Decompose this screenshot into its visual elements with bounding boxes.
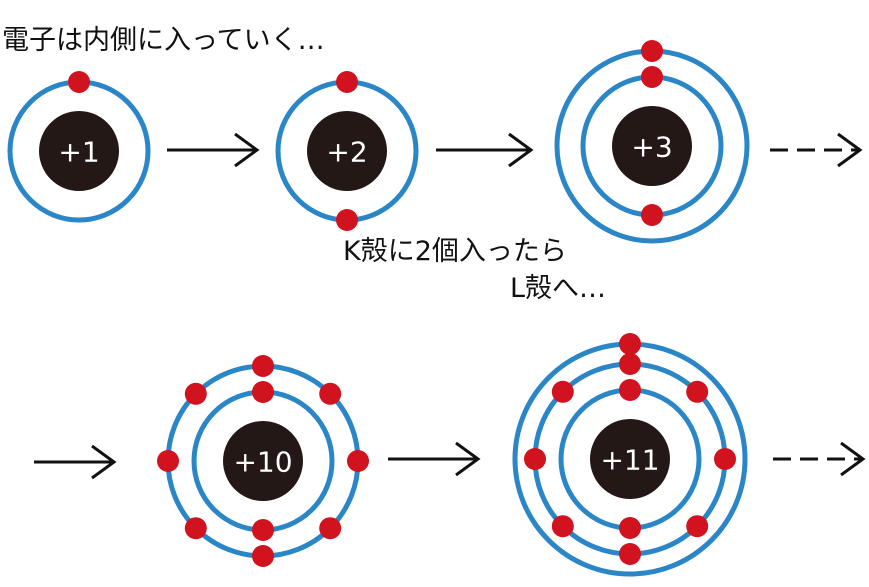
nucleus-charge: +11 [600,444,659,477]
arrow [167,132,260,168]
arrow-head [508,132,534,168]
electron [252,355,274,377]
dashed-arrow [773,441,866,477]
electron [252,381,274,403]
electron [686,515,709,538]
arrow-head [91,444,117,480]
electron [619,543,641,565]
electron [641,204,663,226]
nucleus-charge: +2 [326,136,367,169]
electron [336,209,358,231]
electron [252,519,274,541]
atom-4: +10 [157,355,369,567]
electron [252,545,274,567]
electron [319,382,342,405]
caption-to-l-shell: L殻へ… [510,273,607,304]
caption-electrons-enter-inside: 電子は内側に入っていく… [2,25,325,56]
arrow-head [455,441,481,477]
electron [157,450,179,472]
electron [347,450,369,472]
electron [184,517,207,540]
arrow-head [840,441,866,477]
electron [619,353,641,375]
atom-3: +3 [554,40,750,244]
electron [686,380,709,403]
electron [551,380,574,403]
nucleus [223,421,303,501]
dashed-arrow [770,132,863,168]
electron [336,71,358,93]
electron [641,40,663,62]
electron [619,379,641,401]
electron [184,382,207,405]
nucleus [612,106,692,186]
arrows [34,132,866,480]
caption-k-shell-two-electrons: K殻に2個入ったら [343,236,567,267]
arrow [388,441,481,477]
arrow [436,132,534,168]
arrow [34,444,117,480]
nucleus-charge: +3 [631,131,672,164]
electron [641,66,663,88]
nucleus-charge: +10 [233,446,292,479]
electron [714,448,736,470]
nucleus [307,111,387,191]
arrow-head [837,132,863,168]
electron [619,517,641,539]
atom-2: +2 [275,71,419,231]
electron [619,333,641,355]
atom-1: +1 [7,71,151,223]
atom-5: +11 [512,333,748,577]
atoms: +1 +2 +3 +10 +11 [7,40,750,577]
nucleus-charge: +1 [58,136,99,169]
nucleus [39,111,119,191]
electron [68,71,90,93]
electron [319,517,342,540]
electron [524,448,546,470]
electron [551,515,574,538]
arrow-head [234,132,260,168]
nucleus [590,419,670,499]
